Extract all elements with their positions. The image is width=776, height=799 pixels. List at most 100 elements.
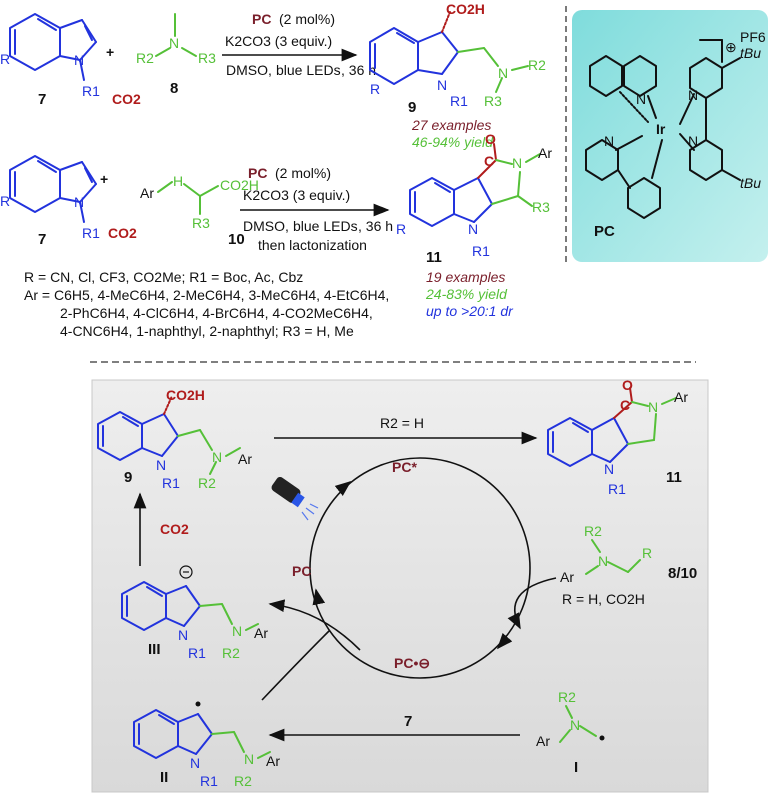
conditions-1-loading: (2 mol%) — [279, 11, 335, 27]
mech-11-r1: R1 — [608, 481, 626, 497]
substituent-line-3: 2-PhC6H4, 4-ClC6H4, 4-BrC6H4, 4-CO2MeC6H… — [60, 305, 373, 321]
mech-II-r2: R2 — [234, 773, 252, 789]
amino-acid-ar: Ar — [140, 185, 154, 201]
indole-r1-label: R1 — [82, 83, 100, 99]
amine-r2-label: R2 — [136, 50, 154, 66]
mech-amine-r-def: R = H, CO2H — [562, 591, 645, 607]
mech-I-n: N — [570, 717, 580, 733]
catalyst-n3: N — [688, 133, 698, 149]
substituent-line-1: R = CN, Cl, CF3, CO2Me; R1 = Boc, Ac, Cb… — [24, 269, 303, 285]
mech-arrow-amine-in — [507, 577, 557, 630]
product-9-structure — [369, 11, 529, 93]
mech-11-o: O — [622, 377, 633, 393]
mech-pc-star: PC* — [392, 459, 417, 475]
mech-I-r2: R2 — [558, 689, 576, 705]
conditions-2-pc: PC — [248, 165, 267, 181]
amino-acid-h: H — [173, 173, 183, 189]
compound-8-label: 8 — [170, 80, 178, 97]
reaction-2-yield: 24-83% yield — [425, 286, 508, 302]
product-9-n2: N — [498, 65, 508, 81]
mech-11-n-indole: N — [604, 461, 614, 477]
product-11-o: O — [485, 131, 496, 147]
catalyst-panel: ⊕ PF6 Ir N N N N tBu tBu PC — [572, 10, 768, 262]
mech-pc: PC — [292, 563, 311, 579]
product-9-r2: R2 — [528, 57, 546, 73]
compound-7b-label: 7 — [38, 231, 46, 248]
indole-b-r1: R1 — [82, 225, 100, 241]
substituent-line-2: Ar = C6H5, 4-MeC6H4, 2-MeC6H4, 3-MeC6H4,… — [24, 287, 389, 303]
product-9-n: N — [437, 77, 447, 93]
mech-9-n2: N — [212, 449, 222, 465]
conditions-1-pc: PC — [252, 11, 271, 27]
co2-label-2: CO2 — [108, 225, 137, 241]
catalyst-bracket-charge: ⊕ — [725, 39, 737, 55]
compound-11-label: 11 — [426, 249, 442, 266]
mech-r2-eq-h: R2 = H — [380, 415, 424, 431]
mech-label-I: I — [574, 759, 578, 776]
indole-7-structure — [9, 13, 97, 81]
mech-11-n: N — [648, 399, 658, 415]
indole-n-label: N — [74, 52, 84, 68]
conditions-2-solvent: DMSO, — [243, 218, 289, 234]
product-11-c: C — [484, 153, 494, 169]
mech-amine-r2: R2 — [584, 523, 602, 539]
intermediate-II-structure — [133, 709, 271, 759]
mech-11-c: C — [620, 397, 630, 413]
compound-9-label: 9 — [408, 99, 416, 116]
catalytic-cycle — [309, 457, 531, 679]
catalyst-ir: Ir — [656, 121, 666, 137]
radical-dot-I — [599, 735, 605, 741]
product-11-ar: Ar — [538, 145, 552, 161]
blue-led-icon — [271, 476, 319, 521]
reaction-1-examples: 27 examples — [411, 117, 491, 133]
conditions-2-base: K2CO3 (3 equiv.) — [243, 187, 350, 203]
amino-acid-r3: R3 — [192, 215, 210, 231]
product-9-r1: R1 — [450, 93, 468, 109]
cycle-arrow-right — [496, 632, 513, 650]
cycle-arrow-left — [312, 588, 326, 606]
conditions-1-time: , 36 h — [341, 62, 376, 78]
conditions-1-base: K2CO3 (3 equiv.) — [225, 33, 332, 49]
product-11-r: R — [396, 221, 406, 237]
product-9-r: R — [370, 81, 380, 97]
mech-II-n: N — [190, 755, 200, 771]
plus-sign-2: + — [100, 171, 108, 187]
ir-complex-structure — [585, 55, 741, 219]
reaction-1-yield: 46-94% yield — [412, 134, 494, 150]
mech-9-r1: R1 — [162, 475, 180, 491]
mech-product-9-structure — [97, 395, 241, 475]
amino-acid-co2h: CO2H — [220, 177, 259, 193]
reaction-2-dr: up to >20:1 dr — [426, 303, 514, 319]
indole-b-n: N — [74, 194, 84, 210]
product-11-n-indole: N — [468, 221, 478, 237]
mech-II-r1: R1 — [200, 773, 218, 789]
conditions-1-solvent: DMSO, — [226, 62, 272, 78]
compound-7-label: 7 — [38, 91, 46, 108]
mech-I-ar: Ar — [536, 733, 550, 749]
mech-III-n2: N — [232, 623, 242, 639]
anion-charge-icon — [179, 565, 193, 579]
conditions-1-light: blue LEDs — [276, 62, 341, 78]
intermediate-III-structure — [121, 581, 259, 631]
amine-r3-label: R3 — [198, 50, 216, 66]
radical-I-structure — [559, 705, 597, 743]
mech-III-r1: R1 — [188, 645, 206, 661]
mech-label-11: 11 — [666, 469, 682, 486]
amine-8-structure — [155, 13, 197, 57]
mech-label-II: II — [160, 769, 168, 786]
indole-b-r: R — [0, 193, 10, 209]
amine-n-label: N — [169, 35, 179, 51]
indole-r-label: R — [0, 51, 10, 67]
indole-7b-structure — [9, 155, 97, 223]
conditions-2-time: , 36 h — [358, 218, 393, 234]
catalyst-label: PC — [594, 223, 615, 240]
mech-9-co2h: CO2H — [166, 387, 205, 403]
co2-label: CO2 — [112, 91, 141, 107]
reaction-2: N R R1 7 + CO2 Ar H CO2H R3 10 PC (2 mol… — [0, 131, 552, 319]
mech-9-ar: Ar — [238, 451, 252, 467]
mech-co2: CO2 — [160, 521, 189, 537]
catalyst-tbu-2: tBu — [740, 175, 761, 191]
mech-9-n: N — [156, 457, 166, 473]
catalyst-n1: N — [636, 91, 646, 107]
substituent-list: R = CN, Cl, CF3, CO2Me; R1 = Boc, Ac, Cb… — [24, 269, 389, 339]
